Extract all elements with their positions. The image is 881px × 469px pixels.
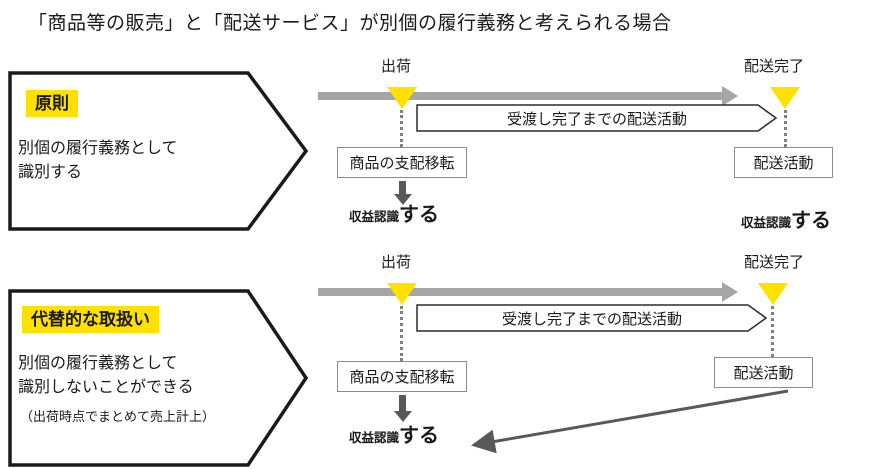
delivery-complete-marker-icon — [770, 87, 800, 109]
alternative-description: 別個の履行義務として 識別しないことができる — [18, 352, 194, 400]
principle-description-line1: 別個の履行義務として — [18, 140, 178, 157]
down-arrow-icon — [393, 395, 412, 422]
dotted-line-delivery — [784, 110, 787, 147]
delivery-complete-label: 配送完了 — [744, 254, 805, 271]
shipment-label: 出荷 — [381, 254, 412, 271]
revenue-small-text: 収益認識 — [349, 431, 400, 445]
revenue-recognition-left: 収益認識する — [349, 205, 439, 225]
delivery-complete-label: 配送完了 — [744, 58, 805, 75]
principle-callout-shape — [8, 71, 309, 231]
delivery-period-band-text: 受渡し完了までの配送活動 — [501, 310, 682, 328]
delivery-period-band: 受渡し完了までの配送活動 — [416, 104, 778, 132]
alternative-label: 代替的な取扱い — [22, 306, 159, 334]
revenue-recognition-left: 収益認識する — [349, 426, 439, 446]
shipment-marker-icon — [387, 87, 417, 109]
alternative-description-line2: 識別しないことができる — [18, 379, 194, 396]
alternative-note: （出荷時点でまとめて売上計上） — [20, 409, 216, 424]
timeline-arrow — [318, 282, 738, 302]
revenue-large-text: する — [399, 425, 440, 447]
control-transfer-box: 商品の支配移転 — [337, 147, 467, 178]
shipment-marker-icon — [387, 283, 417, 305]
delivery-period-band-shape — [416, 104, 778, 132]
revenue-large-text: する — [399, 204, 440, 226]
delivery-period-band: 受渡し完了までの配送活動 — [416, 304, 768, 332]
principle-label: 原則 — [26, 90, 78, 118]
diagram-title: 「商品等の販売」と「配送サービス」が別個の履行義務と考えられる場合 — [28, 13, 672, 34]
delivery-activity-box: 配送活動 — [734, 147, 833, 178]
down-arrow-icon — [393, 181, 412, 205]
delivery-complete-marker-icon — [758, 283, 788, 305]
delivery-period-band-shape — [416, 304, 768, 332]
alternative-description-line1: 別個の履行義務として — [18, 355, 178, 372]
principle-description: 別個の履行義務として 識別する — [18, 137, 178, 185]
alternative-callout-shape — [8, 289, 309, 467]
dotted-line-delivery — [771, 306, 774, 357]
revenue-large-text: する — [791, 210, 832, 232]
delivery-period-band-text: 受渡し完了までの配送活動 — [506, 110, 687, 128]
principle-description-line2: 識別する — [18, 164, 83, 181]
revenue-small-text: 収益認識 — [349, 210, 400, 224]
timeline-arrow — [318, 86, 738, 106]
delivery-activity-box: 配送活動 — [714, 357, 813, 388]
shipment-label: 出荷 — [381, 58, 412, 75]
revenue-small-text: 収益認識 — [741, 216, 792, 230]
control-transfer-box: 商品の支配移転 — [337, 361, 467, 392]
dotted-line-shipment — [400, 110, 403, 147]
dotted-line-shipment — [400, 306, 403, 361]
revenue-recognition-right: 収益認識する — [741, 211, 831, 231]
